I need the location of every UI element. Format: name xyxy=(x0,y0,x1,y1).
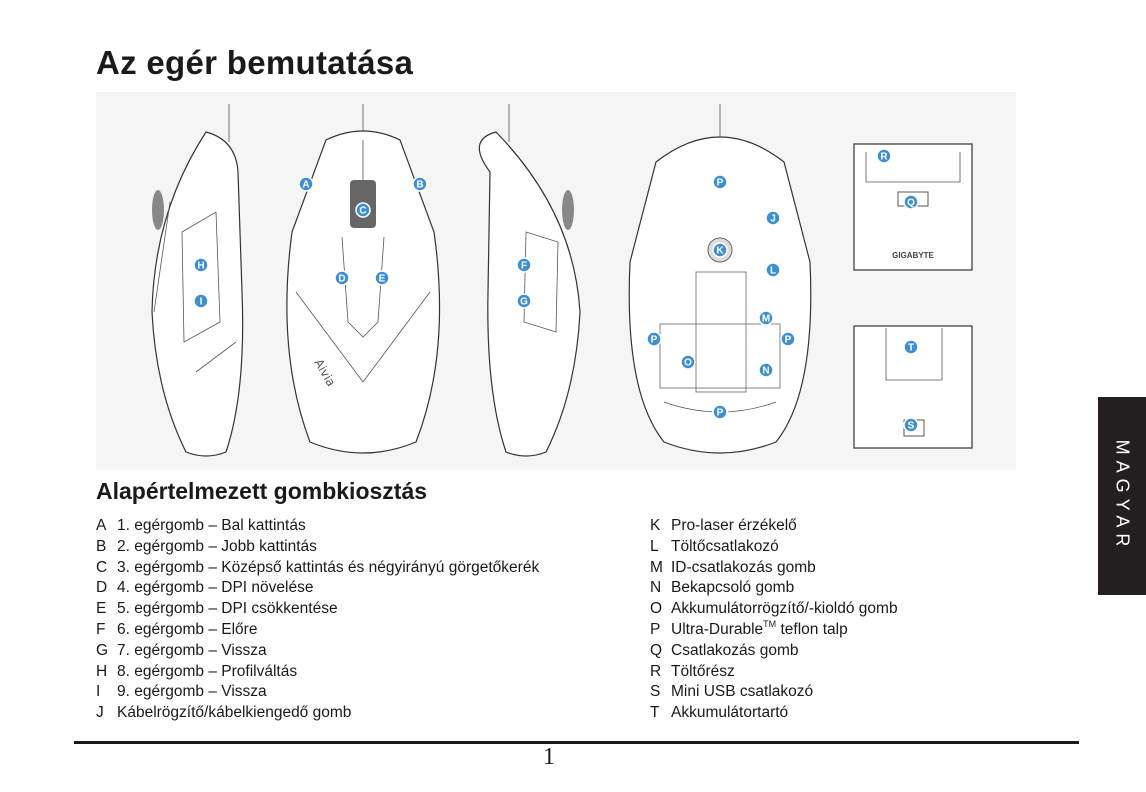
dock-brand-text: GIGABYTE xyxy=(892,251,934,260)
marker-P-left: P xyxy=(646,331,662,347)
svg-text:Q: Q xyxy=(907,198,915,209)
marker-D: D xyxy=(334,270,350,286)
svg-text:R: R xyxy=(880,152,888,163)
marker-A: A xyxy=(298,176,314,192)
mouse-diagram-drawing: Aivia GIGABYTE xyxy=(151,104,973,457)
svg-text:L: L xyxy=(770,266,776,277)
svg-text:P: P xyxy=(785,335,792,346)
marker-H: H xyxy=(193,257,209,273)
marker-L: L xyxy=(765,262,781,278)
svg-text:P: P xyxy=(651,335,658,346)
svg-text:P: P xyxy=(717,178,724,189)
svg-text:K: K xyxy=(716,246,724,257)
mouse-left-side-view xyxy=(151,104,244,457)
marker-Q: Q xyxy=(903,194,919,210)
mouse-diagram: Aivia GIGABYTE xyxy=(96,92,1016,470)
svg-text:C: C xyxy=(359,206,366,217)
svg-text:H: H xyxy=(197,261,204,272)
marker-F: F xyxy=(516,257,532,273)
svg-text:T: T xyxy=(908,343,914,354)
page-number: 1 xyxy=(543,744,555,770)
marker-O: O xyxy=(680,354,696,370)
footer-rule xyxy=(74,741,1079,744)
marker-E: E xyxy=(374,270,390,286)
svg-text:S: S xyxy=(908,421,915,432)
marker-C: C xyxy=(355,202,371,218)
svg-text:A: A xyxy=(302,180,309,191)
marker-I: I xyxy=(193,293,209,309)
svg-text:G: G xyxy=(520,297,528,308)
svg-text:N: N xyxy=(762,366,769,377)
marker-R: R xyxy=(876,148,892,164)
language-tab-label: MAGYAR xyxy=(1112,439,1133,553)
svg-text:J: J xyxy=(770,214,776,225)
marker-P-bottom: P xyxy=(712,404,728,420)
svg-text:E: E xyxy=(379,274,386,285)
marker-N: N xyxy=(758,362,774,378)
marker-P-right: P xyxy=(780,331,796,347)
svg-text:O: O xyxy=(684,358,692,369)
language-tab: MAGYAR xyxy=(1098,397,1146,595)
marker-P-top: P xyxy=(712,174,728,190)
marker-S: S xyxy=(903,417,919,433)
marker-G: G xyxy=(516,293,532,309)
mouse-bottom-view xyxy=(628,104,812,454)
svg-text:D: D xyxy=(338,274,345,285)
mouse-right-side-view xyxy=(478,104,581,457)
marker-J: J xyxy=(765,210,781,226)
svg-text:I: I xyxy=(200,297,203,308)
svg-text:F: F xyxy=(521,261,527,272)
marker-K: K xyxy=(712,242,728,258)
marker-B: B xyxy=(412,176,428,192)
svg-text:P: P xyxy=(717,408,724,419)
marker-T: T xyxy=(903,339,919,355)
svg-text:M: M xyxy=(762,314,770,325)
marker-M: M xyxy=(758,310,774,326)
section-title: Alapértelmezett gombkiosztás xyxy=(96,478,428,504)
trademark-superscript: TM xyxy=(763,618,777,629)
svg-text:B: B xyxy=(416,180,423,191)
mouse-top-view: Aivia xyxy=(286,104,441,454)
page-title: Az egér bemutatása xyxy=(96,44,414,81)
